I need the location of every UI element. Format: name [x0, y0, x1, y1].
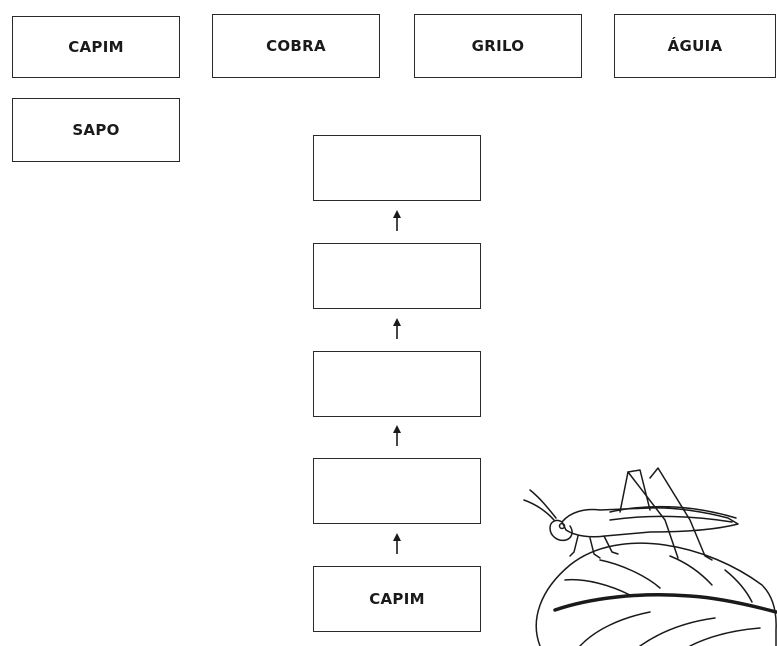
chain-box-level-3[interactable] [313, 351, 481, 417]
grasshopper-body [561, 507, 739, 538]
arrow-up-icon [393, 318, 401, 339]
chain-box-level-1[interactable]: CAPIM [313, 566, 481, 632]
word-card-capim[interactable]: CAPIM [12, 16, 180, 78]
word-card-aguia[interactable]: ÁGUIA [614, 14, 776, 78]
arrow-up-icon [393, 425, 401, 446]
chain-box-level-4[interactable] [313, 243, 481, 309]
word-card-sapo[interactable]: SAPO [12, 98, 180, 162]
leaf-outline [535, 542, 777, 646]
chain-box-level-2[interactable] [313, 458, 481, 524]
word-card-cobra[interactable]: COBRA [212, 14, 380, 78]
arrow-up-icon [393, 533, 401, 554]
word-card-grilo[interactable]: GRILO [414, 14, 582, 78]
arrow-up-icon [393, 210, 401, 231]
chain-box-level-5[interactable] [313, 135, 481, 201]
grasshopper-illustration [523, 467, 777, 646]
